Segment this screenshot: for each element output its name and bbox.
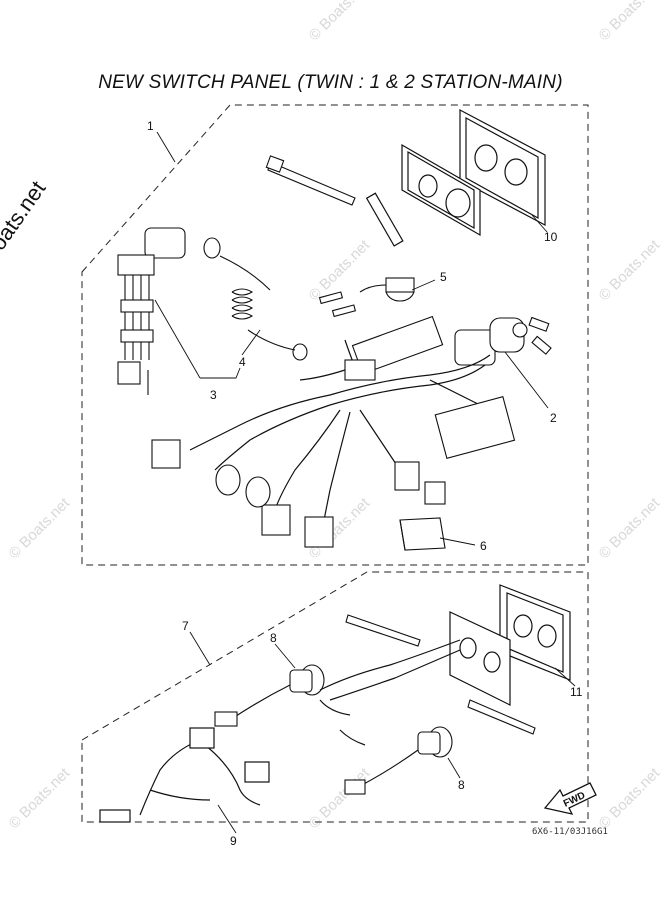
callout-2: 2 <box>550 411 557 425</box>
warning-buzzer[interactable] <box>318 277 415 318</box>
lower-wiring-harness[interactable] <box>99 639 461 823</box>
switch-panel-body[interactable] <box>365 143 481 247</box>
callout-8-lower: 8 <box>458 778 465 792</box>
cable-tie[interactable] <box>265 155 356 206</box>
extension-connector-lower[interactable] <box>344 726 453 795</box>
relay-block[interactable] <box>399 517 446 551</box>
forward-arrow-icon: FWD <box>543 782 597 815</box>
callout-5: 5 <box>440 270 447 284</box>
callout-3: 3 <box>210 388 217 402</box>
lower-cable-tie[interactable] <box>345 614 536 735</box>
leader-lines <box>154 131 576 834</box>
callout-11: 11 <box>570 685 583 699</box>
callout-7: 7 <box>182 619 189 633</box>
callout-9: 9 <box>230 834 237 848</box>
callout-8-upper: 8 <box>270 631 277 645</box>
diagram-title: NEW SWITCH PANEL (TWIN : 1 & 2 STATION-M… <box>98 72 563 93</box>
harness-connectors[interactable] <box>151 315 516 548</box>
upper-group-boundary <box>81 104 589 566</box>
lanyard-cord[interactable] <box>203 237 308 361</box>
callout-10: 10 <box>544 230 558 244</box>
lower-group-boundary <box>81 571 589 823</box>
diagram-code: 6X6-11/03J16G1 <box>532 827 608 837</box>
stop-switch-assembly[interactable] <box>117 227 186 395</box>
callout-6: 6 <box>480 539 487 553</box>
fwd-label: FWD <box>562 790 587 810</box>
callout-1: 1 <box>147 119 154 133</box>
callout-4: 4 <box>239 355 246 369</box>
switch-panel-frame[interactable] <box>459 109 546 226</box>
main-switch-with-key[interactable] <box>454 316 552 366</box>
lower-panel-frame[interactable] <box>499 584 571 681</box>
extension-connector-upper[interactable] <box>214 664 325 727</box>
